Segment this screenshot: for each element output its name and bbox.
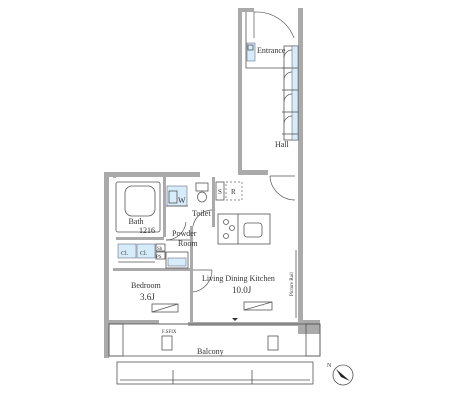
bedroom-size: 3.6J xyxy=(140,292,155,302)
bedroom-closets: Cl. Cl. Sh PS xyxy=(117,243,166,263)
wall xyxy=(109,320,159,324)
walls xyxy=(104,8,320,358)
vanity xyxy=(165,251,189,269)
washer-label: W xyxy=(178,196,186,205)
toilet-icon xyxy=(197,191,207,203)
bedroom-ac-unit xyxy=(151,303,179,313)
ldk-size: 10.0J xyxy=(232,285,252,295)
sh-label: Sh xyxy=(157,247,163,252)
compass-icon xyxy=(336,369,350,381)
wall xyxy=(113,268,193,271)
north-arrow: N xyxy=(327,363,354,386)
ps-label: PS xyxy=(156,255,162,260)
ldk-label: Living Dining Kitchen xyxy=(202,274,275,283)
balcony-label: Balcony xyxy=(197,347,224,356)
storage-refrigerator: S R xyxy=(215,181,243,201)
powder-room-label-2: Room xyxy=(178,239,198,248)
picture-rail-label: Picture Rail xyxy=(290,272,295,296)
wall xyxy=(104,172,200,177)
bedroom-label: Bedroom xyxy=(131,281,162,290)
fix-label: F.SFIX xyxy=(162,330,177,335)
wall xyxy=(238,8,254,12)
s-label: S xyxy=(218,188,222,196)
shoe-cabinet xyxy=(246,42,256,62)
wall xyxy=(113,175,116,178)
hall-closets xyxy=(282,45,299,141)
washer-area: W xyxy=(166,185,188,207)
entrance-door xyxy=(253,11,295,39)
hall-door xyxy=(269,175,296,201)
wall xyxy=(190,226,193,326)
wall xyxy=(238,170,268,175)
bath-label: Bath xyxy=(128,217,143,226)
wall xyxy=(212,177,215,227)
closet-label-2: Cl. xyxy=(140,251,148,257)
bath-area: Bath 1216 xyxy=(115,181,161,235)
bath-size: 1216 xyxy=(139,226,155,235)
hall-label: Hall xyxy=(275,140,290,149)
wall xyxy=(238,8,242,174)
closet-label-1: Cl. xyxy=(121,251,129,257)
wall xyxy=(163,177,166,237)
wall xyxy=(298,8,303,334)
powder-room-label-1: Powder xyxy=(172,229,197,238)
kitchen xyxy=(217,213,271,245)
r-label: R xyxy=(231,188,236,196)
entrance-label: Entrance xyxy=(257,46,286,55)
bedroom-door xyxy=(192,269,213,293)
ldk-ac-unit xyxy=(243,301,273,311)
entrance-area: Entrance xyxy=(245,11,295,69)
wall xyxy=(116,237,164,240)
wall xyxy=(104,172,109,358)
balcony-area: F.SFIX Balcony xyxy=(108,323,321,385)
north-label: N xyxy=(327,363,332,369)
sink-icon xyxy=(243,222,263,238)
toilet-area: Toilet xyxy=(192,182,213,227)
wall xyxy=(298,320,320,334)
window-marker xyxy=(232,318,238,321)
